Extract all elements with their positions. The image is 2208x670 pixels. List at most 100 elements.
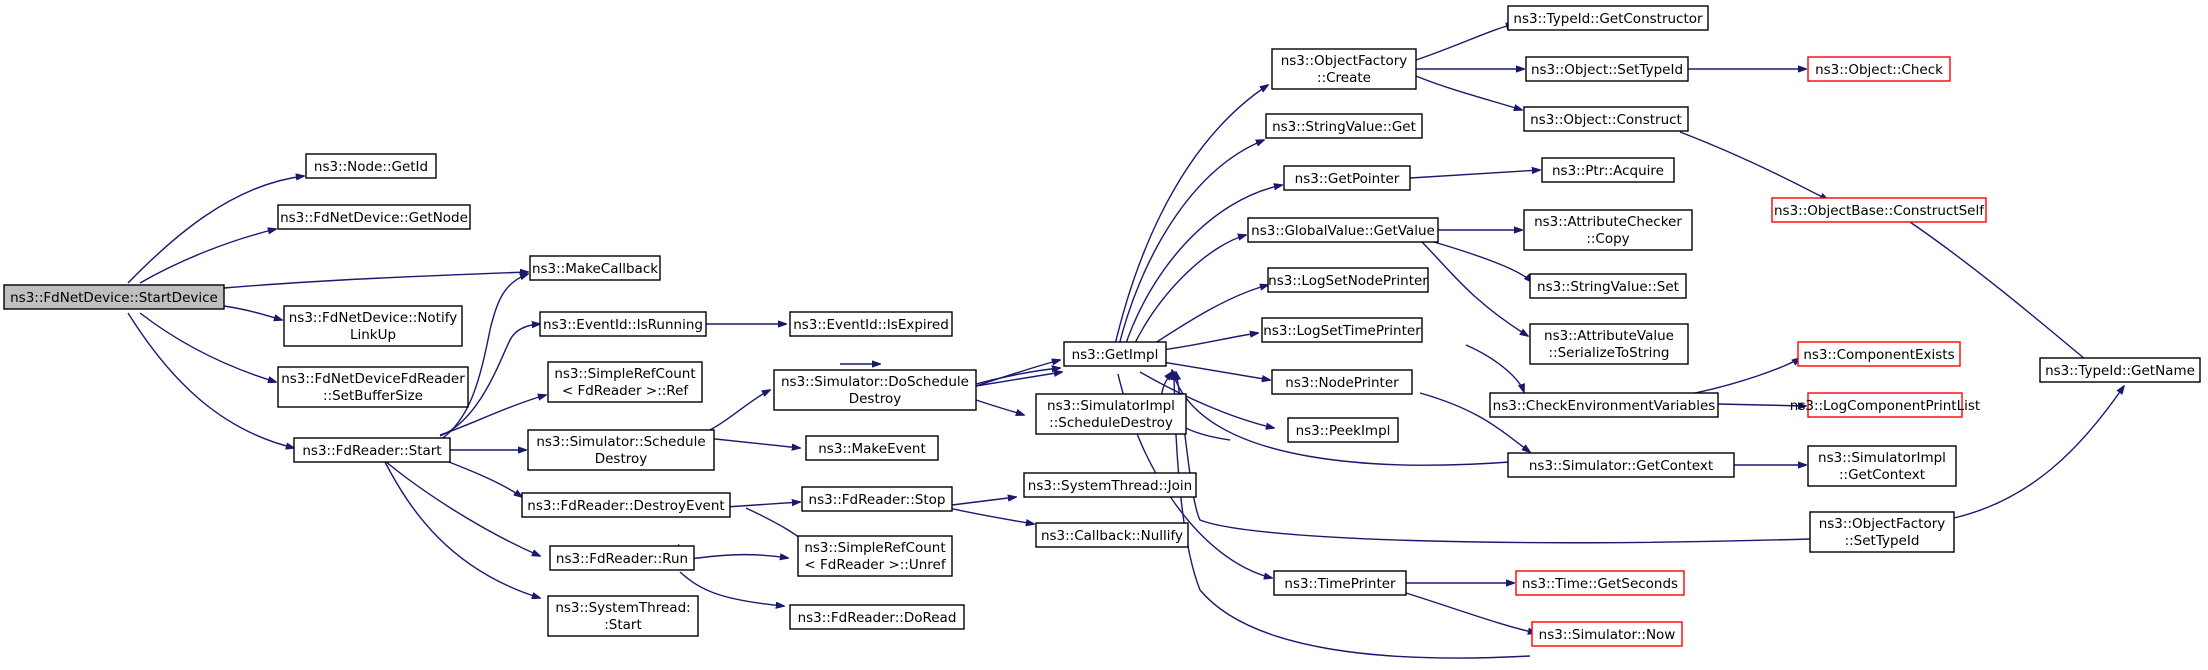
node-peekimpl[interactable]: ns3::PeekImpl [1287, 417, 1399, 443]
svg-text:ns3::FdNetDevice::StartDevice: ns3::FdNetDevice::StartDevice [10, 290, 218, 306]
node-logcomponentprintlist[interactable]: ns3::LogComponentPrintList [1790, 392, 1980, 418]
node-simulator-scheduledestroy[interactable]: ns3::Simulator::Schedule Destroy [527, 429, 715, 471]
edge [689, 555, 788, 559]
svg-text:ns3::EventId::IsRunning: ns3::EventId::IsRunning [543, 317, 703, 333]
node-typeid-getconstructor[interactable]: ns3::TypeId::GetConstructor [1507, 5, 1709, 31]
svg-text:ns3::AttributeValue: ns3::AttributeValue [1544, 328, 1674, 344]
node-fdnetdevice-getnode[interactable]: ns3::FdNetDevice::GetNode [277, 204, 471, 230]
edge [1953, 386, 2124, 519]
node-simulator-getcontext[interactable]: ns3::Simulator::GetContext [1507, 452, 1735, 478]
edge [1145, 285, 1268, 350]
node-fdnetdevice-notify-linkup[interactable]: ns3::FdNetDevice::Notify LinkUp [283, 305, 463, 347]
edge [1409, 170, 1540, 179]
node-object-settypeid[interactable]: ns3::Object::SetTypeId [1525, 56, 1689, 82]
node-timeprinter[interactable]: ns3::TimePrinter [1273, 570, 1407, 596]
node-systemthread-start[interactable]: ns3::SystemThread: :Start [547, 595, 699, 637]
node-makecallback[interactable]: ns3::MakeCallback [529, 255, 661, 281]
node-stringvalue-get[interactable]: ns3::StringValue::Get [1265, 113, 1423, 139]
node-fdnetdevice-startdevice[interactable]: ns3::FdNetDevice::StartDevice [3, 284, 225, 310]
edge [384, 460, 540, 556]
node-eventid-isrunning[interactable]: ns3::EventId::IsRunning [539, 311, 707, 337]
node-node-getid[interactable]: ns3::Node::GetId [305, 153, 437, 179]
node-systemthread-join[interactable]: ns3::SystemThread::Join [1023, 472, 1197, 498]
node-objectfactory-create[interactable]: ns3::ObjectFactory ::Create [1271, 48, 1417, 90]
edge [1717, 404, 1806, 406]
svg-text:ns3::StringValue::Get: ns3::StringValue::Get [1272, 119, 1416, 135]
node-object-check[interactable]: ns3::Object::Check [1807, 56, 1951, 82]
svg-text:Destroy: Destroy [595, 451, 648, 467]
node-fdnetdevicefdreader-setbuffersize[interactable]: ns3::FdNetDeviceFdReader ::SetBufferSize [277, 366, 469, 408]
svg-text:::SetBufferSize: ::SetBufferSize [323, 388, 423, 404]
svg-text:ns3::EventId::IsExpired: ns3::EventId::IsExpired [793, 317, 949, 333]
edge [1172, 370, 1511, 466]
edge [943, 506, 1034, 524]
edge [1176, 372, 1811, 544]
edge [127, 176, 304, 284]
node-componentexists[interactable]: ns3::ComponentExists [1797, 341, 1961, 367]
node-eventid-isexpired[interactable]: ns3::EventId::IsExpired [789, 311, 953, 337]
svg-text:ns3::SimulatorImpl: ns3::SimulatorImpl [1047, 398, 1175, 414]
svg-text:ns3::ComponentExists: ns3::ComponentExists [1803, 347, 1954, 363]
svg-text:< FdReader >::Unref: < FdReader >::Unref [804, 557, 946, 573]
svg-text:ns3::Simulator::Now: ns3::Simulator::Now [1539, 627, 1676, 643]
svg-text:ns3::Simulator::GetContext: ns3::Simulator::GetContext [1529, 458, 1713, 474]
svg-text:ns3::Time::GetSeconds: ns3::Time::GetSeconds [1522, 576, 1678, 592]
node-simulatorimpl-scheduledestroy[interactable]: ns3::SimulatorImpl ::ScheduleDestroy [1035, 393, 1187, 435]
svg-text:ns3::SimpleRefCount: ns3::SimpleRefCount [554, 366, 695, 382]
edge [1405, 592, 1536, 633]
svg-text:LinkUp: LinkUp [350, 327, 396, 343]
node-attributevalue-serializetostring[interactable]: ns3::AttributeValue ::SerializeToString [1529, 323, 1689, 365]
svg-text:ns3::FdReader::DestroyEvent: ns3::FdReader::DestroyEvent [527, 498, 724, 514]
edge [975, 360, 1060, 387]
node-objectfactory-settypeid[interactable]: ns3::ObjectFactory ::SetTypeId [1809, 511, 1955, 553]
edges-main [1113, 24, 2124, 659]
edge [1113, 85, 1268, 350]
svg-text:::ScheduleDestroy: ::ScheduleDestroy [1049, 415, 1173, 431]
node-makeevent[interactable]: ns3::MakeEvent [805, 435, 939, 461]
edge [139, 312, 276, 382]
svg-text:ns3::LogComponentPrintList: ns3::LogComponentPrintList [1790, 398, 1980, 414]
edge [439, 395, 546, 436]
svg-text:ns3::Callback::Nullify: ns3::Callback::Nullify [1041, 528, 1183, 544]
edge [439, 274, 528, 441]
node-fdreader-stop[interactable]: ns3::FdReader::Stop [801, 486, 953, 512]
node-fdreader-doread[interactable]: ns3::FdReader::DoRead [789, 604, 965, 630]
svg-text:ns3::PeekImpl: ns3::PeekImpl [1296, 423, 1391, 439]
node-globalvalue-getvalue[interactable]: ns3::GlobalValue::GetValue [1247, 217, 1439, 243]
node-simplerefcount-ref[interactable]: ns3::SimpleRefCount < FdReader >::Ref [547, 361, 703, 403]
svg-text:< FdReader >::Ref: < FdReader >::Ref [562, 383, 689, 399]
node-getimpl[interactable]: ns3::GetImpl [1063, 341, 1167, 367]
edge [1123, 185, 1282, 350]
svg-text:ns3::TimePrinter: ns3::TimePrinter [1284, 576, 1396, 592]
edge [975, 399, 1024, 415]
node-logsetnodeprinter[interactable]: ns3::LogSetNodePrinter [1267, 267, 1429, 293]
node-simulator-now[interactable]: ns3::Simulator::Now [1531, 621, 1683, 647]
edge [1161, 333, 1258, 351]
node-fdreader-start[interactable]: ns3::FdReader::Start [293, 437, 451, 463]
node-object-construct[interactable]: ns3::Object::Construct [1523, 106, 1689, 132]
node-checkenvironmentvariables[interactable]: ns3::CheckEnvironmentVariables [1489, 392, 1719, 418]
node-ptr-acquire[interactable]: ns3::Ptr::Acquire [1541, 157, 1675, 183]
node-simulator-doscheduledestroy[interactable]: ns3::Simulator::DoSchedule Destroy [773, 369, 977, 411]
node-fdreader-run[interactable]: ns3::FdReader::Run [549, 545, 695, 571]
node-simplerefcount-unref[interactable]: ns3::SimpleRefCount < FdReader >::Unref [797, 535, 953, 577]
node-typeid-getname[interactable]: ns3::TypeId::GetName [2039, 357, 2201, 383]
node-getpointer[interactable]: ns3::GetPointer [1283, 165, 1411, 191]
svg-text:ns3::FdNetDeviceFdReader: ns3::FdNetDeviceFdReader [281, 371, 465, 387]
svg-text:ns3::SystemThread:: ns3::SystemThread: [555, 600, 690, 616]
node-time-getseconds[interactable]: ns3::Time::GetSeconds [1515, 570, 1685, 596]
svg-text:ns3::FdReader::DoRead: ns3::FdReader::DoRead [798, 610, 957, 626]
node-simulatorimpl-getcontext[interactable]: ns3::SimulatorImpl ::GetContext [1807, 445, 1957, 487]
node-objectbase-constructself[interactable]: ns3::ObjectBase::ConstructSelf [1771, 197, 1987, 223]
svg-text:ns3::FdNetDevice::Notify: ns3::FdNetDevice::Notify [289, 310, 457, 326]
node-logsettimeprinter[interactable]: ns3::LogSetTimePrinter [1261, 317, 1423, 343]
svg-text:ns3::SimpleRefCount: ns3::SimpleRefCount [804, 540, 945, 556]
edge [1139, 371, 1274, 428]
node-stringvalue-set[interactable]: ns3::StringValue::Set [1529, 273, 1687, 299]
node-fdreader-destroyevent[interactable]: ns3::FdReader::DestroyEvent [521, 492, 731, 518]
node-nodeprinter[interactable]: ns3::NodePrinter [1271, 369, 1413, 395]
node-attributechecker-copy[interactable]: ns3::AttributeChecker ::Copy [1523, 209, 1693, 251]
node-callback-nullify[interactable]: ns3::Callback::Nullify [1035, 522, 1189, 548]
nodes: ns3::FdNetDevice::StartDevice ns3::Node:… [3, 5, 2201, 647]
svg-text:ns3::StringValue::Set: ns3::StringValue::Set [1537, 279, 1679, 295]
